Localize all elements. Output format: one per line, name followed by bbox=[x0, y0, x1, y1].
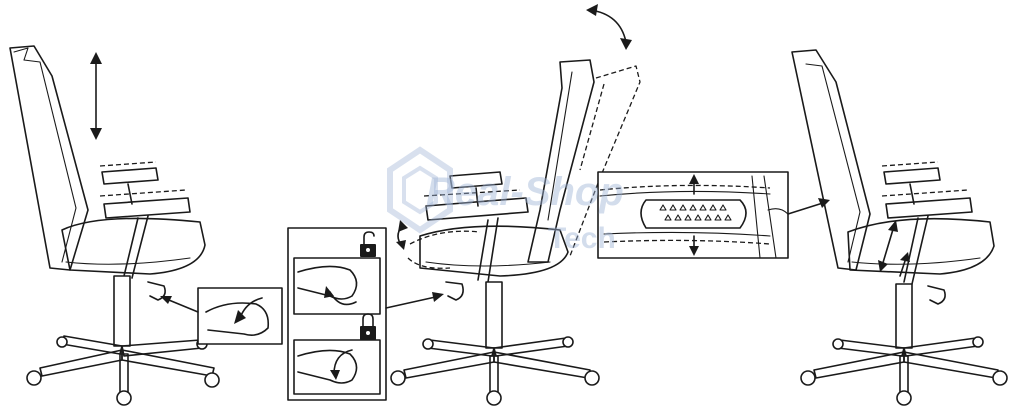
tilt-arrow-icon bbox=[586, 4, 632, 50]
chair-3-armrest bbox=[881, 161, 973, 285]
chair-3-backrest bbox=[791, 49, 871, 271]
chair-2-lever bbox=[445, 281, 464, 301]
chair-1-armrest bbox=[99, 161, 191, 279]
chair-2-base bbox=[390, 336, 600, 406]
chair-1-base bbox=[26, 335, 220, 406]
chair-1-backrest bbox=[9, 45, 89, 271]
chair-3-base bbox=[800, 336, 1008, 406]
chair-1-gas-cylinder bbox=[113, 275, 131, 347]
chair-2-seat bbox=[407, 225, 569, 277]
lock-lever-detail bbox=[293, 339, 381, 395]
chair-2-armrest bbox=[423, 171, 529, 283]
tilt-lock-detail-box bbox=[287, 227, 444, 401]
chair-2-rotation-arrow bbox=[396, 220, 408, 250]
height-lever-detail-box bbox=[160, 287, 283, 345]
chair-3-gas-cylinder bbox=[895, 283, 913, 349]
watermark-logo-icon bbox=[387, 146, 453, 234]
unlock-icon bbox=[360, 231, 376, 257]
chair-3-seat bbox=[847, 217, 995, 275]
chair-armrest-adjustment bbox=[791, 49, 1008, 406]
chair-3-lever bbox=[927, 285, 946, 305]
unlock-lever-detail bbox=[293, 257, 381, 315]
chair-tilt-lock bbox=[287, 4, 641, 406]
lumbar-double-arrow-icon bbox=[689, 174, 699, 256]
armrest-height-arrow-icon bbox=[878, 220, 910, 277]
chair-height-adjustment bbox=[9, 45, 283, 406]
vertical-double-arrow-icon bbox=[90, 52, 102, 140]
chair-1-seat bbox=[61, 217, 206, 275]
chair-2-backrest bbox=[527, 59, 641, 263]
chair-1-lever bbox=[147, 281, 166, 301]
lock-icon bbox=[360, 313, 376, 340]
chair-2-gas-cylinder bbox=[485, 281, 503, 349]
lumbar-bumps bbox=[659, 204, 732, 221]
lumbar-support-detail bbox=[597, 171, 830, 259]
